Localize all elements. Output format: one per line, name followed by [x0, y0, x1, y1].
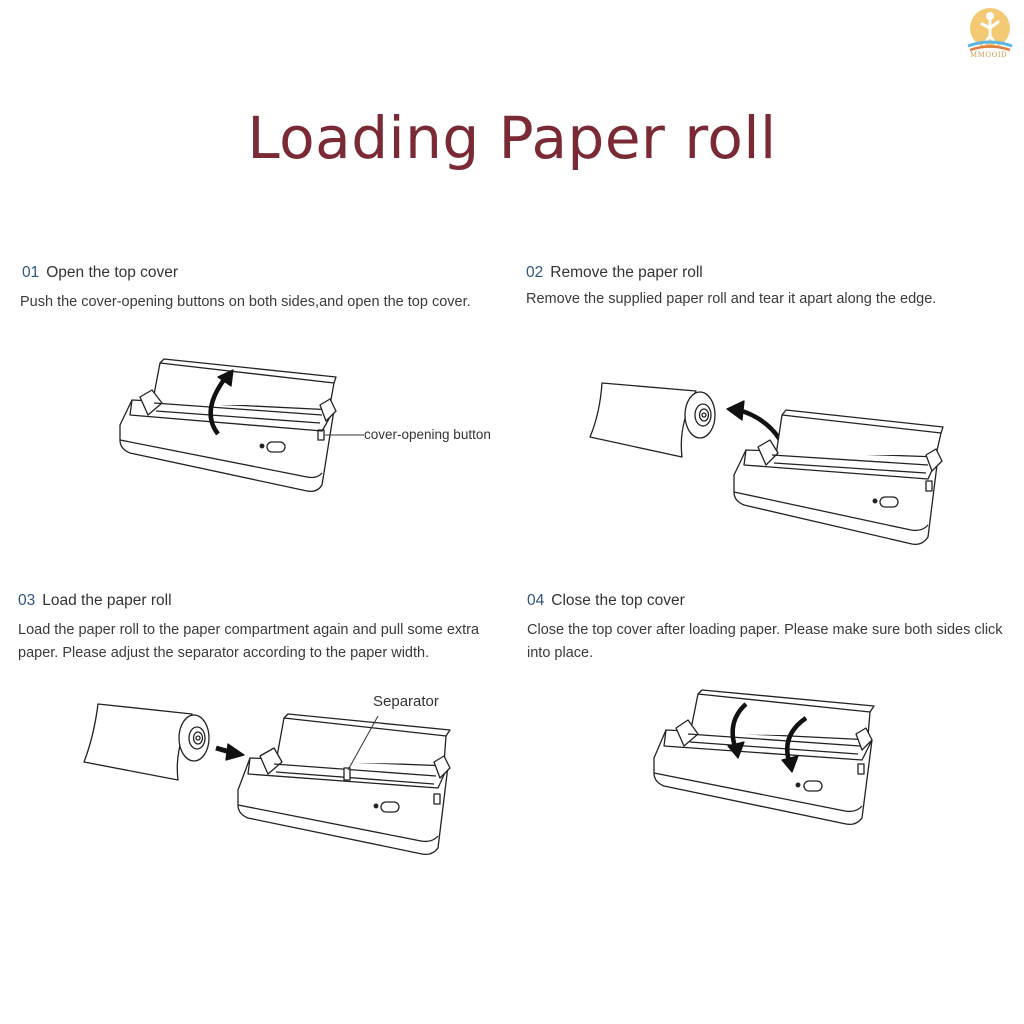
cover-opening-button-label: cover-opening button	[364, 427, 491, 442]
step-4-heading: 04 Close the top cover	[527, 592, 1007, 610]
brand-logo-text: MMOOID	[970, 51, 1008, 59]
step-3: 03 Load the paper roll Load the paper rol…	[18, 592, 498, 665]
step-4-description: Close the top cover after loading paper.…	[527, 622, 1003, 661]
step-4-title: Close the top cover	[551, 592, 685, 609]
step-2-description: Remove the supplied paper roll and tear …	[526, 291, 937, 307]
step-1-title: Open the top cover	[46, 264, 179, 281]
step-1-description: Push the cover-opening buttons on both s…	[20, 294, 471, 310]
separator-label: Separator	[373, 693, 439, 710]
step-4-number: 04	[527, 592, 545, 609]
printer-remove-roll-icon	[589, 382, 944, 545]
printer-open-cover-icon	[119, 358, 364, 493]
step-2-heading: 02 Remove the paper roll	[526, 264, 1006, 282]
step-2: 02 Remove the paper roll Remove the suppl…	[526, 264, 1006, 311]
step-2-title: Remove the paper roll	[550, 264, 703, 281]
step-4: 04 Close the top cover Close the top cove…	[527, 592, 1007, 665]
step-1-number: 01	[22, 264, 40, 281]
printer-close-cover-icon	[653, 689, 875, 826]
step-2-number: 02	[526, 264, 544, 281]
step-3-description: Load the paper roll to the paper compart…	[18, 622, 480, 661]
step-3-title: Load the paper roll	[42, 592, 172, 609]
step-3-number: 03	[18, 592, 36, 609]
step-3-heading: 03 Load the paper roll	[18, 592, 498, 610]
page-title: Loading Paper roll	[247, 104, 777, 172]
step-1: 01 Open the top cover Push the cover-open…	[20, 264, 500, 314]
step-1-heading: 01 Open the top cover	[20, 264, 500, 282]
printer-load-roll-icon	[83, 703, 451, 856]
brand-logo-icon	[967, 8, 1013, 52]
